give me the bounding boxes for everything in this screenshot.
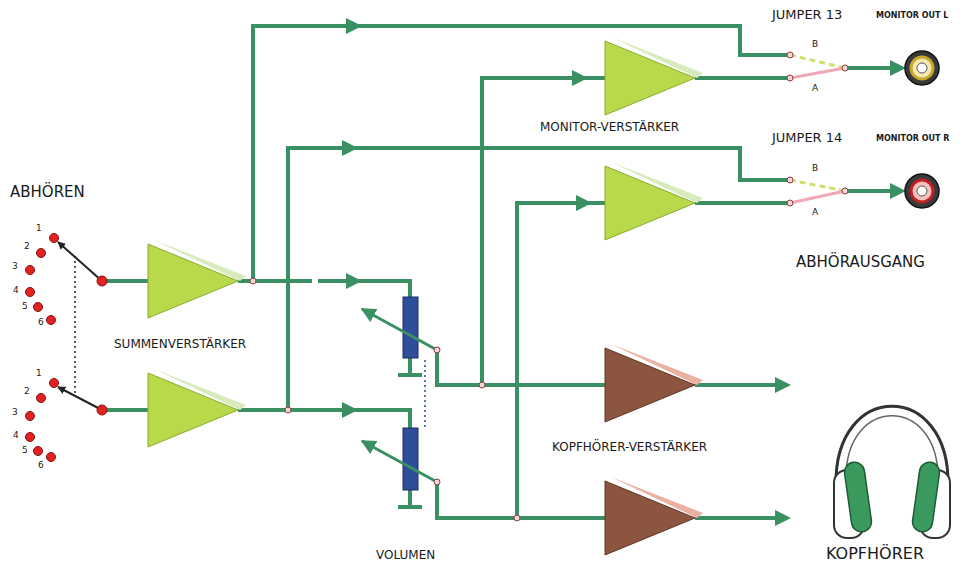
amplifier-label: SUMMENVERSTÄRKER bbox=[114, 338, 246, 351]
control-label: VOLUMEN bbox=[376, 549, 435, 562]
section-label: ABHÖRAUSGANG bbox=[796, 254, 925, 271]
switch-position: 6 bbox=[38, 318, 44, 328]
jumper-position: B bbox=[812, 40, 818, 50]
jumper bbox=[790, 55, 845, 203]
switch-position: 4 bbox=[13, 286, 19, 296]
volume-potentiometer bbox=[362, 297, 437, 490]
jumper-label: JUMPER 14 bbox=[772, 131, 842, 145]
amplifier-label: MONITOR-VERSTÄRKER bbox=[540, 121, 679, 134]
jack-label: MONITOR OUT R bbox=[876, 135, 949, 144]
junction-dot bbox=[250, 52, 848, 521]
monitor-amplifier bbox=[605, 37, 703, 240]
switch-position: 2 bbox=[24, 387, 30, 397]
flow-arrowheads bbox=[342, 18, 906, 526]
jack-label: MONITOR OUT L bbox=[876, 12, 948, 21]
switch-position: 5 bbox=[22, 302, 28, 312]
switch-position: 1 bbox=[36, 369, 42, 379]
signal-wires bbox=[102, 26, 902, 518]
switch-position: 4 bbox=[13, 431, 19, 441]
switch-position: 1 bbox=[36, 224, 42, 234]
headphones-illustration bbox=[834, 406, 950, 538]
section-label: ABHÖREN bbox=[10, 184, 85, 201]
jumper-position: B bbox=[812, 164, 818, 174]
selector-switch bbox=[26, 234, 108, 462]
jumper-label: JUMPER 13 bbox=[772, 8, 842, 22]
switch-position: 3 bbox=[12, 262, 18, 272]
jumper-position: A bbox=[812, 84, 818, 94]
switch-position: 5 bbox=[22, 446, 28, 456]
section-label: KOPFHÖRER bbox=[826, 545, 924, 563]
jumper-position: A bbox=[812, 208, 818, 218]
switch-position: 2 bbox=[24, 242, 30, 252]
output-jack bbox=[905, 51, 939, 208]
switch-position: 6 bbox=[38, 461, 44, 471]
switch-position: 3 bbox=[12, 408, 18, 418]
amplifier-label: KOPFHÖRER-VERSTÄRKER bbox=[552, 441, 707, 454]
